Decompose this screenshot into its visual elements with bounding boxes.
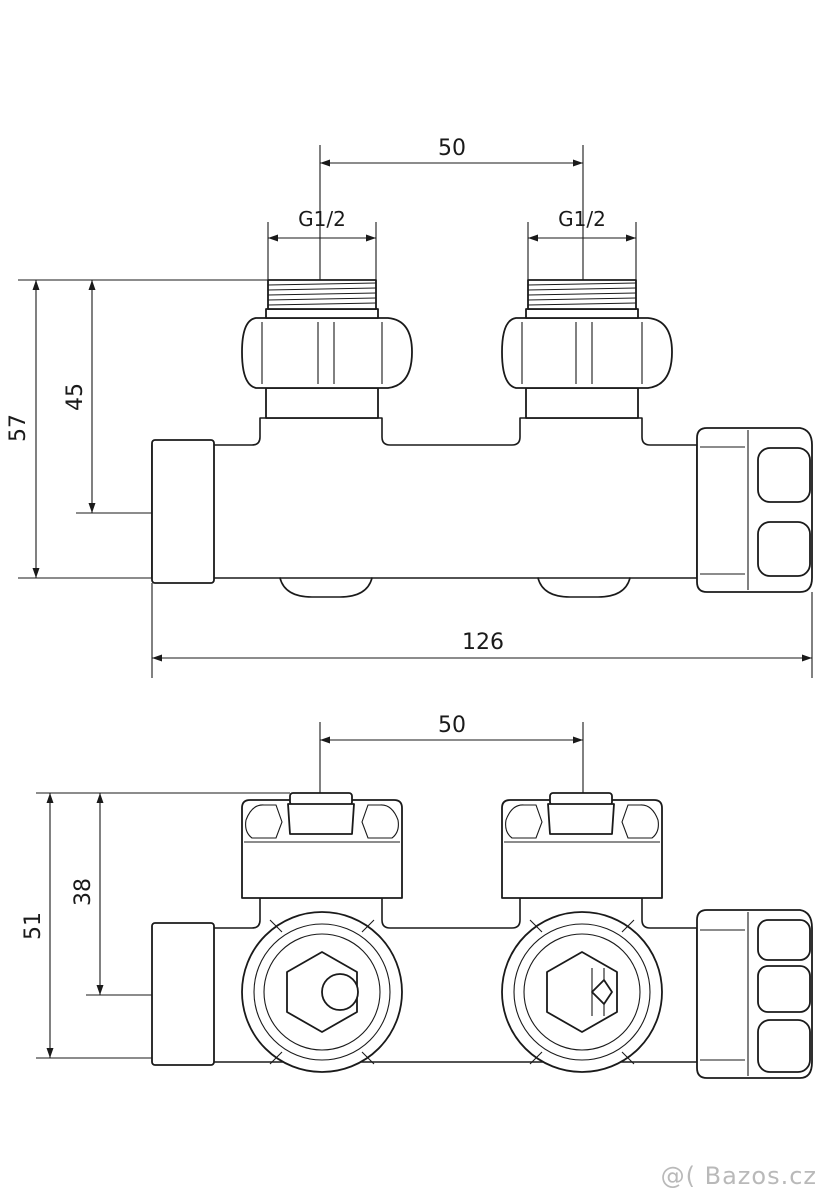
port-left-collar xyxy=(265,387,379,419)
dim-spacing-top-label: 50 xyxy=(438,136,466,161)
dim-length-label: 126 xyxy=(462,630,504,655)
port-left xyxy=(241,279,413,419)
plan-body xyxy=(213,897,698,1063)
dim-height-partial-top-label: 45 xyxy=(63,383,88,411)
port-right-nut xyxy=(501,317,673,389)
left-end-cap xyxy=(151,439,215,584)
port-right-thread xyxy=(527,279,637,310)
bottom-boss-left xyxy=(279,577,373,598)
thread-left-label: G1/2 xyxy=(298,207,346,231)
plan-valve-left xyxy=(241,911,403,1073)
right-side-cap xyxy=(696,427,813,593)
thread-right-label: G1/2 xyxy=(558,207,606,231)
plan-nut-left xyxy=(241,792,403,899)
port-right xyxy=(501,279,673,419)
valve-body xyxy=(151,417,698,579)
port-left-thread xyxy=(267,279,377,310)
plan-valve-right xyxy=(501,911,663,1073)
bottom-boss-right xyxy=(537,577,631,598)
plan-nut-right xyxy=(501,792,663,899)
top-view: 50 G1/2 G1/2 57 45 126 xyxy=(6,136,813,678)
bottom-view: 50 51 38 xyxy=(21,713,813,1079)
dim-spacing-bottom-label: 50 xyxy=(438,713,466,738)
dim-height-partial-bottom-label: 38 xyxy=(71,878,96,906)
plan-right-side-cap xyxy=(696,909,813,1079)
port-right-collar xyxy=(525,387,639,419)
dim-height-total-bottom-label: 51 xyxy=(21,912,46,940)
dim-height-total-top-label: 57 xyxy=(6,414,31,442)
plan-left-end-cap xyxy=(151,922,215,1066)
port-left-nut xyxy=(241,317,413,389)
watermark: @( Bazos.cz xyxy=(660,1162,817,1190)
